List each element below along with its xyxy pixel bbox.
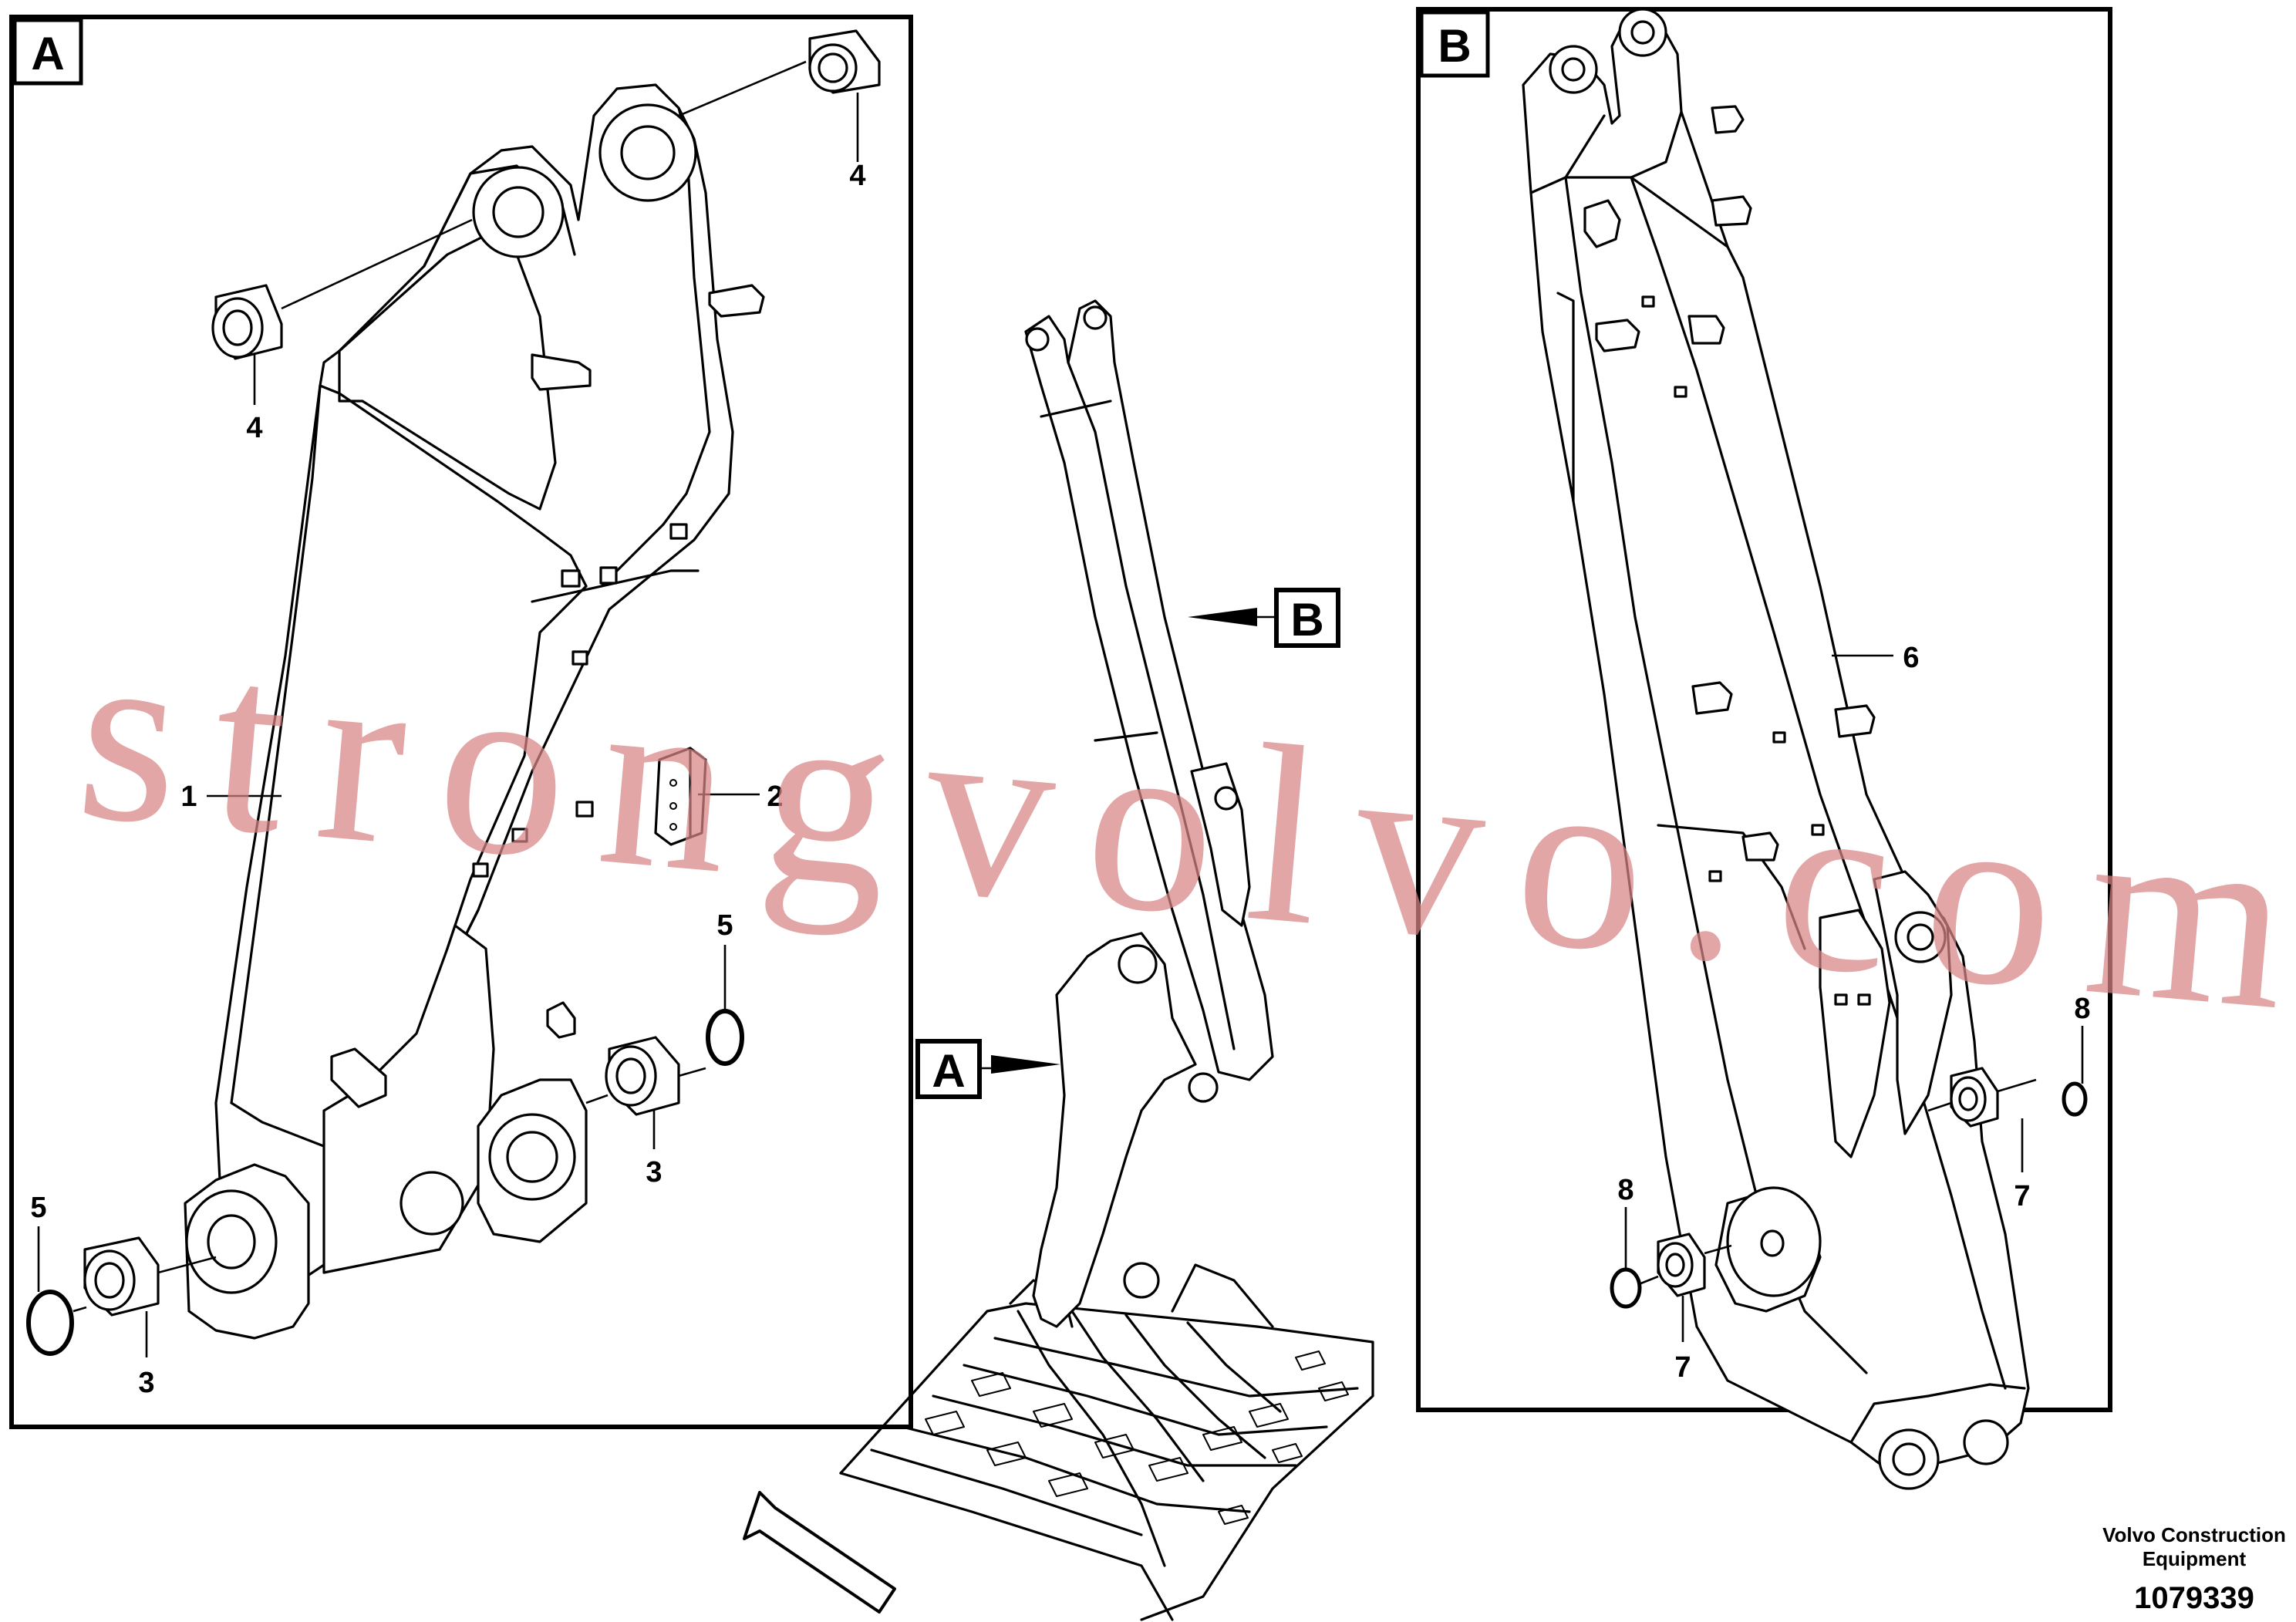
panel-b-tag: B bbox=[1438, 20, 1471, 72]
part-label-4-top: 4 bbox=[849, 160, 865, 192]
part-label-4-left: 4 bbox=[246, 412, 262, 444]
overview-chassis bbox=[839, 1263, 1374, 1621]
part-3-bushing-left bbox=[83, 1236, 160, 1317]
panel-b: B bbox=[1416, 7, 2112, 1490]
callout-b: B bbox=[1188, 588, 1340, 648]
overview-boom bbox=[1032, 932, 1197, 1328]
panel-b-frame bbox=[1416, 7, 2112, 1412]
part-label-7-right: 7 bbox=[2014, 1180, 2030, 1212]
part-label-5-left: 5 bbox=[30, 1192, 46, 1224]
part-label-3-right: 3 bbox=[646, 1156, 662, 1189]
part-label-8-right: 8 bbox=[2074, 993, 2090, 1025]
part-label-7-left: 7 bbox=[1674, 1351, 1691, 1384]
panel-a-tag: A bbox=[31, 28, 64, 79]
part-label-3-left: 3 bbox=[138, 1367, 154, 1399]
overview-machine bbox=[743, 299, 1374, 1621]
callout-b-label: B bbox=[1290, 594, 1323, 646]
part-8-seal-left bbox=[1610, 1267, 1642, 1309]
callout-a-label: A bbox=[932, 1045, 965, 1097]
panel-a-tag-box bbox=[12, 18, 83, 86]
part-7-bushing-right bbox=[1950, 1067, 1999, 1128]
panel-b-tag-box bbox=[1419, 10, 1490, 78]
part-5-seal-left bbox=[26, 1290, 74, 1356]
forward-direction-arrow bbox=[743, 1491, 896, 1614]
callout-a: A bbox=[915, 1039, 1060, 1099]
company-name-line2: Equipment bbox=[2143, 1547, 2247, 1570]
part-label-2: 2 bbox=[767, 781, 783, 813]
part-label-8-left: 8 bbox=[1617, 1174, 1633, 1206]
part-4-bushing-upper bbox=[808, 29, 881, 94]
stick-part-6 bbox=[1522, 8, 2030, 1490]
drawing-number: 1079339 bbox=[2134, 1581, 2254, 1615]
panel-a: A bbox=[9, 15, 913, 1429]
part-label-1: 1 bbox=[180, 781, 197, 813]
part-label-6: 6 bbox=[1903, 642, 1919, 674]
part-2-block bbox=[654, 747, 707, 846]
title-block: Volvo Construction Equipment 1079339 bbox=[2102, 1523, 2286, 1615]
boom-part-1 bbox=[184, 83, 765, 1340]
part-5-seal-right bbox=[706, 1009, 744, 1066]
part-4-bushing-lower bbox=[211, 284, 283, 360]
part-3-bushing-right bbox=[605, 1036, 680, 1116]
panel-a-frame bbox=[9, 15, 913, 1429]
part-7-bushing-left bbox=[1657, 1233, 1706, 1297]
company-name-line1: Volvo Construction bbox=[2102, 1523, 2286, 1546]
part-8-seal-right bbox=[2062, 1081, 2088, 1117]
part-label-5-right: 5 bbox=[716, 909, 733, 942]
